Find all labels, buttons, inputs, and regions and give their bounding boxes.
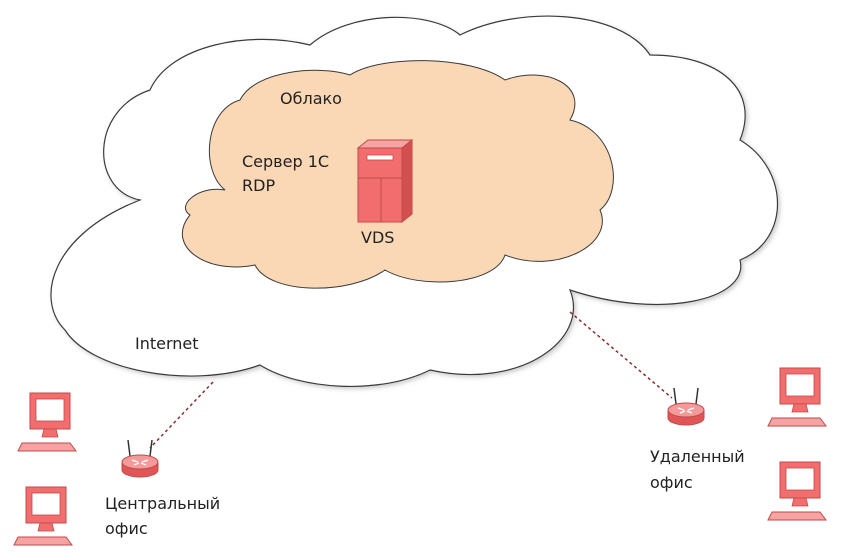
- computer-icon: [767, 461, 827, 521]
- computer-icon: [17, 392, 77, 452]
- internet-label: Internet: [135, 334, 199, 353]
- router-icon: [121, 439, 159, 478]
- computer-icon: [767, 367, 827, 427]
- central-office-label-1: Центральный: [105, 494, 220, 513]
- vds-label: VDS: [361, 228, 394, 247]
- remote-office-label-2: офис: [650, 473, 693, 492]
- remote-office-label-1: Удаленный: [650, 447, 745, 466]
- central-office-label-2: офис: [105, 519, 148, 538]
- computer-icon: [13, 486, 73, 546]
- server-icon: [356, 138, 414, 224]
- cloud-label: Облако: [280, 89, 342, 108]
- server-label-2: RDP: [242, 176, 275, 195]
- link-remote: [569, 311, 673, 399]
- link-central: [149, 381, 214, 449]
- server-label-1: Сервер 1С: [242, 152, 329, 171]
- router-icon: [667, 387, 705, 426]
